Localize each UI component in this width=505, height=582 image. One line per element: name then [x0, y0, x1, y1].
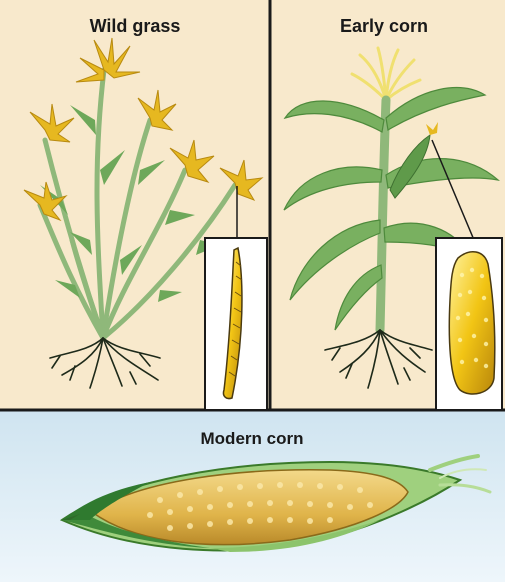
modern-corn-title: Modern corn — [201, 429, 304, 448]
early-corn-ear-icon — [449, 252, 494, 394]
wild-grass-title: Wild grass — [90, 16, 181, 36]
early-corn-title: Early corn — [340, 16, 428, 36]
